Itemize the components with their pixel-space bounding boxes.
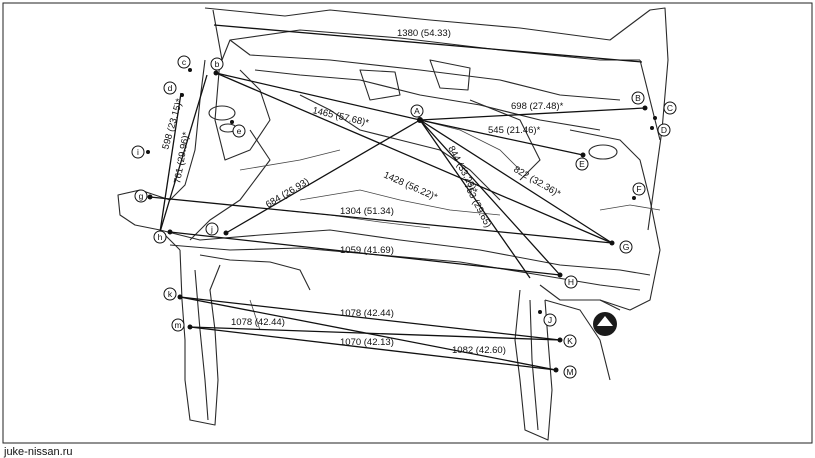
svg-text:C: C	[667, 103, 673, 113]
point-k: k	[163, 287, 177, 301]
svg-text:c: c	[182, 57, 187, 67]
dim-698: 698 (27.48)*	[511, 101, 564, 112]
svg-text:D: D	[661, 125, 667, 135]
svg-text:B: B	[635, 93, 641, 103]
point-b: b	[210, 57, 224, 71]
svg-text:d: d	[168, 83, 173, 93]
svg-text:J: J	[548, 315, 552, 325]
car-body-outline	[117, 7, 669, 441]
point-i: i	[131, 145, 145, 159]
svg-text:F: F	[636, 184, 641, 194]
point-g: g	[134, 189, 148, 203]
line-A-H2	[419, 119, 531, 279]
svg-text:g: g	[139, 191, 144, 201]
line-g-G	[149, 196, 613, 244]
point-J: J	[543, 313, 557, 327]
svg-text:M: M	[566, 367, 573, 377]
point-c: c	[177, 55, 191, 69]
dim-1059: 1059 (41.69)	[340, 245, 394, 256]
point-C: C	[663, 101, 677, 115]
svg-text:j: j	[210, 224, 213, 234]
dim-1304: 1304 (51.34)	[340, 206, 394, 217]
emblem-icon	[593, 312, 617, 336]
point-dots	[146, 68, 657, 373]
point-A: A	[410, 104, 424, 118]
line-A-H	[419, 119, 561, 276]
point-K: K	[563, 334, 577, 348]
dim-1078-lower: 1078 (42.44)	[231, 317, 285, 328]
point-H: H	[564, 275, 578, 289]
point-B: B	[631, 91, 645, 105]
line-d-h	[159, 92, 182, 233]
svg-text:h: h	[158, 232, 163, 242]
line-A-B	[419, 107, 646, 121]
dim-1070: 1070 (42.13)	[340, 337, 394, 348]
dim-1465: 1465 (57.68)*	[311, 105, 370, 129]
point-m: m	[171, 318, 185, 332]
diagram-frame	[2, 2, 813, 444]
point-E: E	[575, 157, 589, 171]
point-labels: A B C D E F G H J K M b c d e g h i j k …	[131, 55, 677, 379]
line-m-K	[189, 326, 561, 341]
watermark-text: juke-nissan.ru	[3, 446, 72, 458]
dim-1078-upper: 1078 (42.44)	[340, 308, 394, 319]
svg-text:b: b	[215, 59, 220, 69]
point-h: h	[153, 230, 167, 244]
svg-text:G: G	[623, 242, 630, 252]
point-G: G	[619, 240, 633, 254]
dim-1082: 1082 (42.60)	[452, 345, 506, 356]
line-A-G	[419, 119, 613, 244]
svg-text:e: e	[237, 126, 242, 136]
line-k-K	[179, 296, 561, 341]
svg-text:K: K	[567, 336, 573, 346]
line-1380	[213, 24, 643, 63]
line-b-h	[159, 74, 208, 233]
dim-1428: 1428 (56.22)*	[382, 170, 439, 204]
dim-761: 761 (29.96)*	[172, 131, 192, 185]
dim-684: 684 (26.93)	[264, 176, 311, 210]
dim-545: 545 (21.46)*	[488, 125, 541, 136]
svg-text:m: m	[174, 320, 181, 330]
svg-text:i: i	[137, 147, 139, 157]
point-e: e	[232, 124, 246, 138]
svg-text:k: k	[168, 289, 173, 299]
svg-text:E: E	[579, 159, 585, 169]
line-b-A	[215, 72, 421, 121]
line-A-i	[225, 119, 421, 234]
point-M: M	[563, 365, 577, 379]
dim-1380: 1380 (54.33)	[397, 28, 451, 39]
svg-text:H: H	[568, 277, 574, 287]
line-b-G	[215, 72, 613, 244]
line-A-E	[419, 119, 584, 156]
line-h-H	[169, 231, 561, 276]
measurement-lines	[149, 24, 646, 371]
point-D: D	[657, 123, 671, 137]
point-j: j	[205, 222, 219, 236]
point-F: F	[632, 182, 646, 196]
line-m-M	[189, 326, 557, 371]
svg-text:A: A	[414, 106, 420, 116]
point-d: d	[163, 81, 177, 95]
